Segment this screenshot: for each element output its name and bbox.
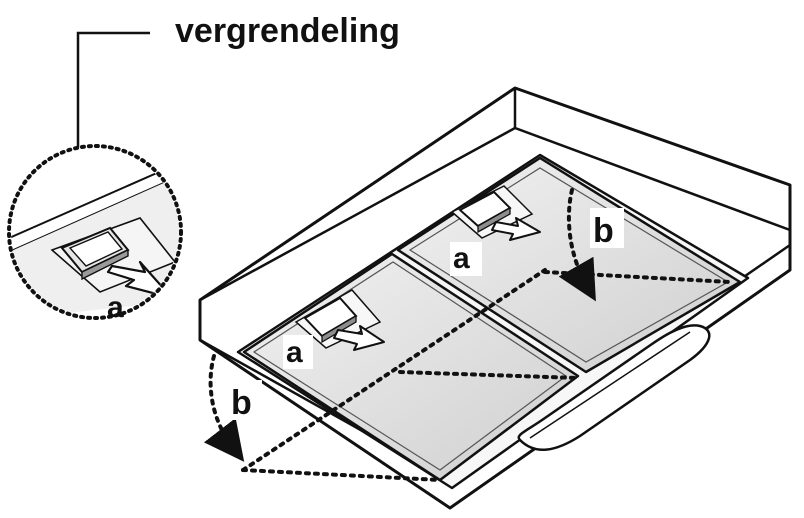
label-a-back-bg	[450, 242, 482, 276]
lock-label: vergrendeling	[175, 12, 400, 50]
label-a-front-bg	[283, 335, 313, 369]
hood-handle-slot	[517, 324, 711, 452]
swing-path-front	[203, 268, 580, 482]
label-b-front-bg	[228, 380, 262, 420]
label-b-front: b	[231, 384, 252, 422]
lock-button-front	[294, 289, 385, 351]
label-b-back: b	[593, 212, 614, 250]
label-b-back-bg	[590, 208, 624, 248]
lock-leader-line	[76, 31, 150, 182]
lock-button-back	[450, 185, 541, 241]
detail-magnifier	[7, 144, 183, 320]
filter-front	[242, 252, 580, 482]
label-a-front: a	[286, 336, 303, 369]
label-a-back: a	[453, 242, 470, 275]
label-a-detail: a	[107, 291, 124, 324]
swing-path-back	[543, 188, 732, 302]
